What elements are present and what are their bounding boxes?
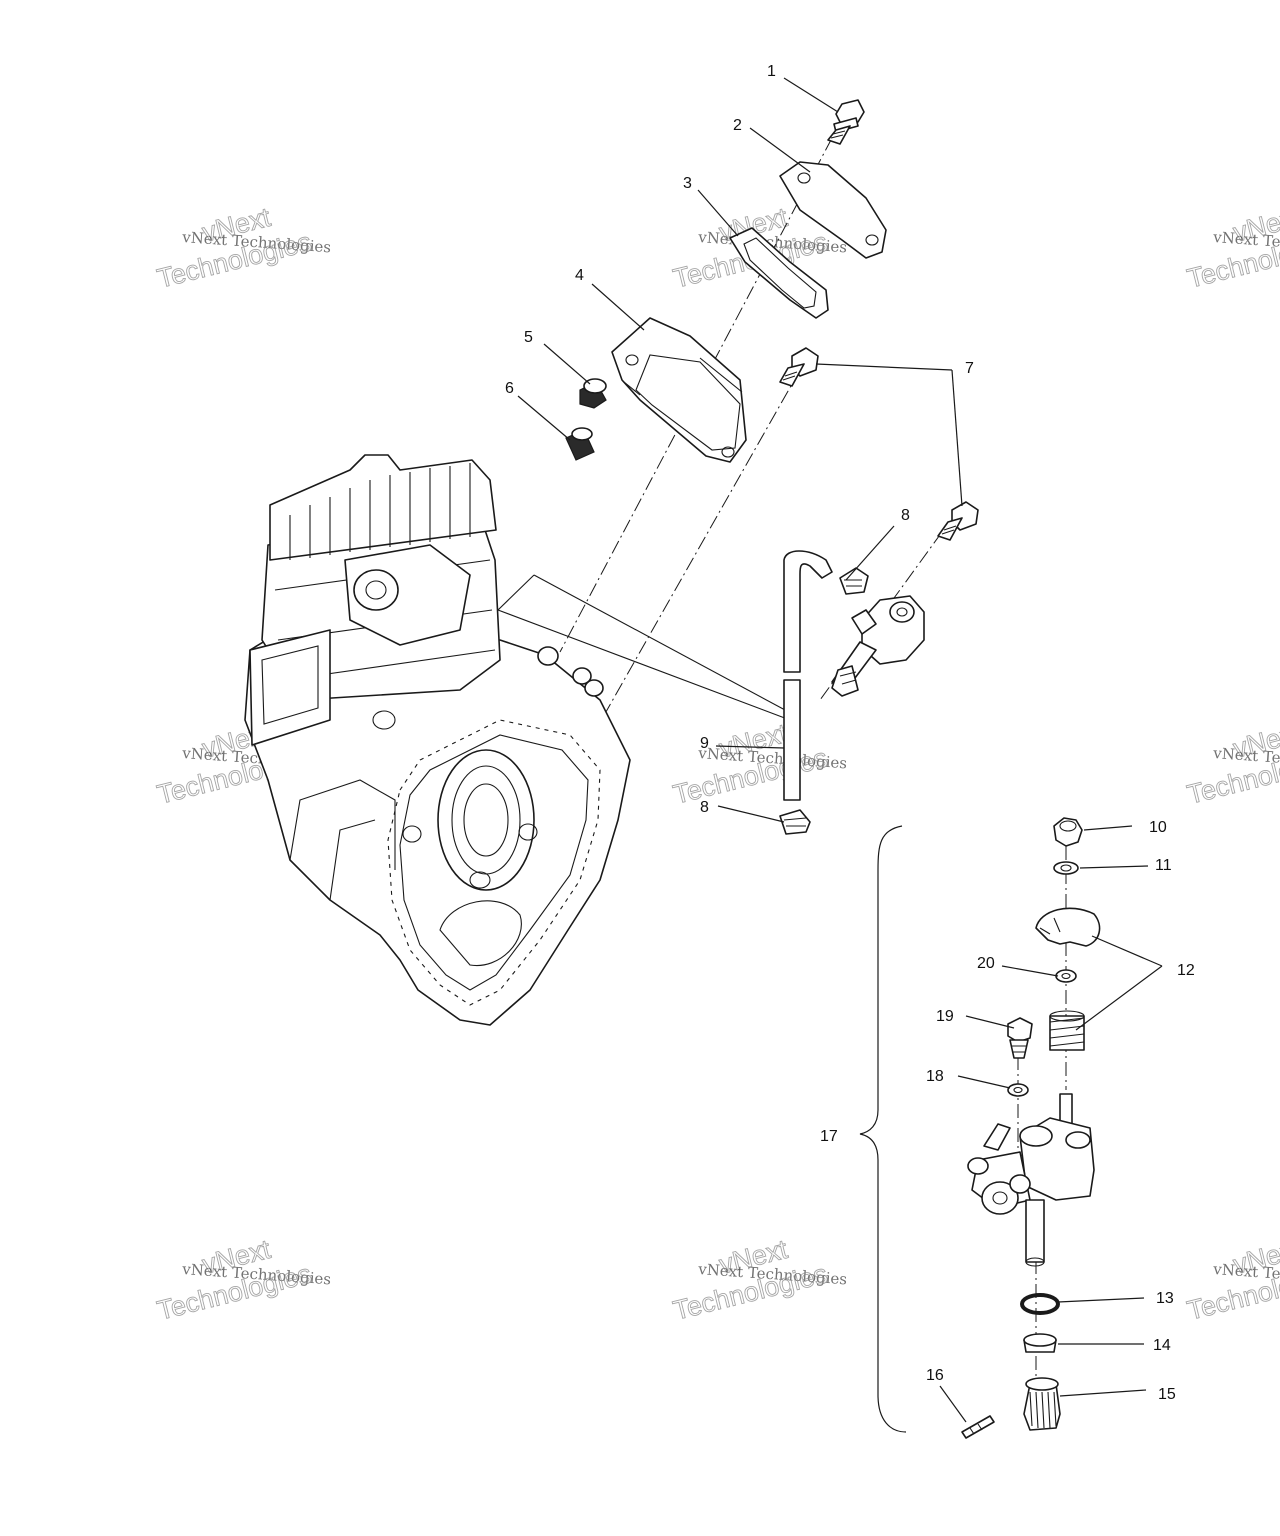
callout-labels: 1 2 3 4 5 6 7 8 8 9 10 11 12 13 14 15 16… [505,63,1195,1403]
leader-lines [517,77,1163,1423]
callout-8-upper: 8 [901,507,910,524]
part-11-lock-washer[interactable] [1053,861,1079,875]
part-13-o-ring[interactable] [1020,1293,1060,1315]
callout-16: 16 [926,1367,944,1384]
watermark-bottom-left: vNext vNext Technologies Technologies [154,1233,332,1326]
engine-block [244,454,631,1026]
part-20-washer[interactable] [1055,969,1077,983]
callout-2: 2 [733,117,742,134]
part-15-drive-gear[interactable] [1023,1377,1061,1431]
watermark-bottom-right: vNext vNext Technologies Technologies [1184,1233,1280,1326]
part-8-hose-clamp-upper[interactable] [839,567,869,595]
callout-9: 9 [700,735,709,752]
watermark-top-left: vNext vNext Technologies Technologies [154,201,332,294]
assembly-axis-bolt [589,369,801,741]
callout-20: 20 [977,955,995,972]
watermark-bottom-center: vNext vNext Technologies Technologies [670,1233,848,1326]
part-12-return-spring[interactable] [1049,1010,1085,1051]
part-10-nut[interactable] [1053,817,1083,847]
oil-pump-assembly-installed[interactable] [831,595,925,697]
part-7-pump-bolt-upper[interactable] [779,347,819,387]
engine-reference-lines [497,574,801,721]
callout-8-lower: 8 [700,799,709,816]
part-9-oil-hose[interactable] [783,550,833,801]
callout-10: 10 [1149,819,1167,836]
callout-6: 6 [505,380,514,397]
part-4-pump-cover[interactable] [611,317,747,463]
callout-13: 13 [1156,1290,1174,1307]
part-6-sleeve[interactable] [565,427,595,461]
callout-17: 17 [820,1128,838,1145]
part-2-cover-gasket[interactable] [779,161,887,259]
part-7-pump-bolt-lower[interactable] [937,501,979,541]
callout-5: 5 [524,329,533,346]
part-19-banjo-bolt[interactable] [1007,1017,1033,1059]
part-16-pin[interactable] [961,1415,995,1439]
oil-pump-body[interactable] [967,1093,1095,1267]
part-14-oil-seal[interactable] [1023,1333,1057,1353]
watermark-top-right: vNext vNext Technologies Technologies [1184,201,1280,294]
watermark-middle-center: vNext vNext Technologies Technologies [670,717,848,810]
assembly-17-bracket [859,825,907,1433]
callout-19: 19 [936,1008,954,1025]
callout-14: 14 [1153,1337,1171,1354]
watermark-middle-right: vNext vNext Technologies Technologies [1184,717,1280,810]
part-1-flange-bolt[interactable] [827,99,865,145]
part-3-gasket[interactable] [729,227,829,319]
callout-3: 3 [683,175,692,192]
callout-11: 11 [1155,857,1172,874]
callout-12: 12 [1177,962,1195,979]
callout-4: 4 [575,267,584,284]
part-12-pump-lever[interactable] [1035,907,1101,947]
part-5-grommet[interactable] [579,378,607,409]
callout-18: 18 [926,1068,944,1085]
callout-15: 15 [1158,1386,1176,1403]
part-8-hose-clamp-lower[interactable] [779,809,811,835]
callout-7: 7 [965,360,974,377]
callout-1: 1 [767,63,776,80]
part-18-sealing-washer[interactable] [1007,1083,1029,1097]
